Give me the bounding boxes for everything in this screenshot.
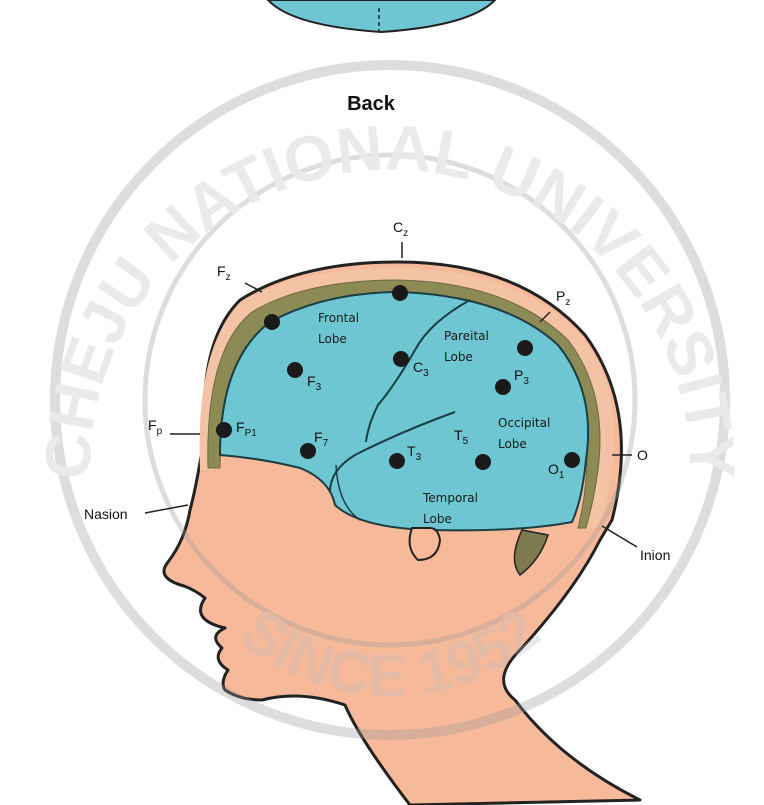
electrode-label-fp: Fp [148, 417, 163, 437]
top-view-head [268, 0, 495, 32]
nasion-label: Nasion [84, 506, 128, 522]
frontal-lobe-label-1: Frontal [318, 311, 359, 325]
electrode-dot-p3 [495, 379, 511, 395]
electrode-dot-o1 [564, 452, 580, 468]
electrode-dot-c3 [393, 351, 409, 367]
frontal-lobe-label-2: Lobe [318, 332, 347, 346]
electrode-dot-pz [517, 340, 533, 356]
inion-label: Inion [640, 547, 670, 563]
electrode-label-cz: Cz [393, 219, 408, 239]
electrode-label-o: O [637, 447, 648, 463]
occipital-lobe-label-2: Lobe [498, 437, 527, 451]
electrode-dot-fp1 [216, 422, 232, 438]
electrode-label-fz: Fz [217, 263, 231, 283]
electrode-dot-f3 [287, 362, 303, 378]
electrode-dot-f7 [300, 443, 316, 459]
parietal-lobe-label-2: Lobe [444, 350, 473, 364]
temporal-lobe-label-2: Lobe [423, 512, 452, 526]
electrode-dot-cz [392, 285, 408, 301]
electrode-label-pz: Pz [556, 288, 570, 308]
parietal-lobe-label-1: Pareital [444, 329, 489, 343]
occipital-lobe-label-1: Occipital [498, 416, 550, 430]
electrode-dot-t5 [475, 454, 491, 470]
temporal-lobe-label-1: Temporal [422, 491, 478, 505]
electrode-dot-fz [264, 314, 280, 330]
electrode-dot-t3 [389, 453, 405, 469]
